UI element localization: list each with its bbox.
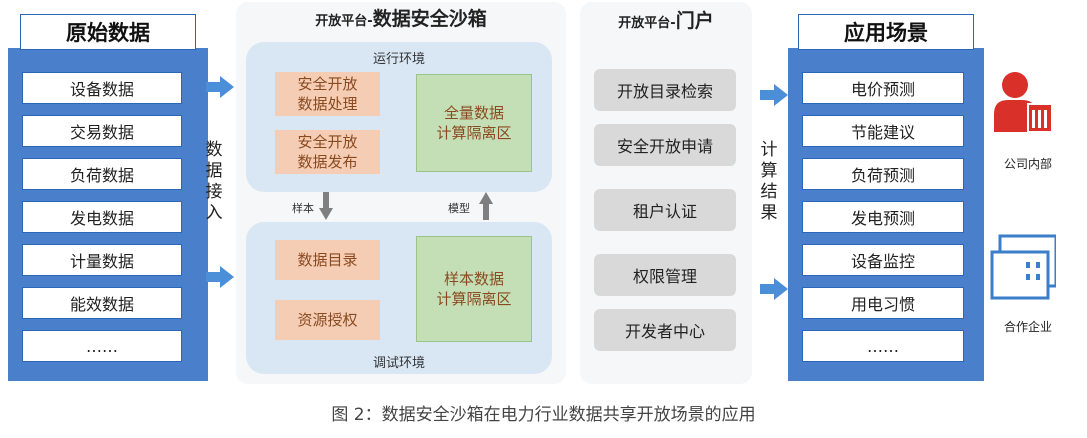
portal-menu-item: 租户认证 — [594, 189, 736, 231]
portal-menu-item: 安全开放申请 — [594, 124, 736, 166]
raw-data-item: 发电数据 — [22, 201, 182, 233]
calc-result-label: 计算结果 — [760, 140, 778, 223]
app-scene-item: …… — [802, 330, 964, 362]
sandbox-title-main: 数据安全沙箱 — [372, 8, 487, 30]
app-scene-item: 负荷预测 — [802, 158, 964, 190]
internal-user-label: 公司内部 — [1003, 157, 1052, 171]
app-scenes-title: 应用场景 — [798, 14, 974, 50]
sample-label: 样本 — [292, 202, 314, 215]
raw-data-title: 原始数据 — [20, 14, 196, 50]
app-scene-item: 发电预测 — [802, 201, 964, 233]
raw-data-item: 负荷数据 — [22, 158, 182, 190]
data-access-label: 数据接入 — [205, 140, 223, 223]
raw-data-item: 计量数据 — [22, 244, 182, 276]
app-scene-item: 电价预测 — [802, 72, 964, 104]
debug-env-label: 调试环境 — [372, 356, 425, 371]
app-scene-item: 节能建议 — [802, 115, 964, 147]
raw-data-item: …… — [22, 330, 182, 362]
portal-menu-item: 开放目录检索 — [594, 69, 736, 111]
full-data-compute-zone: 全量数据计算隔离区 — [416, 74, 532, 172]
sample-data-compute-zone: 样本数据计算隔离区 — [416, 236, 532, 342]
internal-user-icon — [994, 72, 1053, 132]
safe-data-publish-box: 安全开放数据发布 — [275, 130, 380, 174]
sandbox-title-prefix: 开放平台- — [315, 14, 373, 29]
raw-data-item: 交易数据 — [22, 115, 182, 147]
raw-data-item: 能效数据 — [22, 287, 182, 319]
portal-title-main: 门户 — [675, 10, 714, 32]
arrow-right-icon — [760, 84, 788, 106]
portal-menu-item: 权限管理 — [594, 254, 736, 296]
app-scene-item: 用电习惯 — [802, 287, 964, 319]
resource-authorization-box: 资源授权 — [275, 300, 380, 340]
model-label: 模型 — [448, 202, 470, 215]
run-env-label: 运行环境 — [372, 52, 425, 67]
arrow-right-icon — [206, 76, 234, 98]
safe-data-processing-box: 安全开放数据处理 — [275, 72, 380, 116]
app-scene-item: 设备监控 — [802, 244, 964, 276]
partner-label: 合作企业 — [1003, 320, 1052, 334]
raw-data-item: 设备数据 — [22, 72, 182, 104]
sandbox-title: 开放平台-数据安全沙箱 — [236, 4, 566, 31]
figure-caption: 图 2：数据安全沙箱在电力行业数据共享开放场景的应用 — [331, 405, 756, 425]
arrow-right-icon — [760, 278, 788, 300]
portal-menu-item: 开发者中心 — [594, 309, 736, 351]
data-catalog-box: 数据目录 — [275, 240, 380, 280]
portal-title: 开放平台-门户 — [580, 6, 752, 33]
arrow-down-icon — [319, 192, 333, 220]
arrow-right-icon — [206, 266, 234, 288]
partner-building-icon — [990, 234, 1056, 300]
arrow-up-icon — [479, 192, 493, 220]
portal-title-prefix: 开放平台- — [618, 16, 676, 31]
